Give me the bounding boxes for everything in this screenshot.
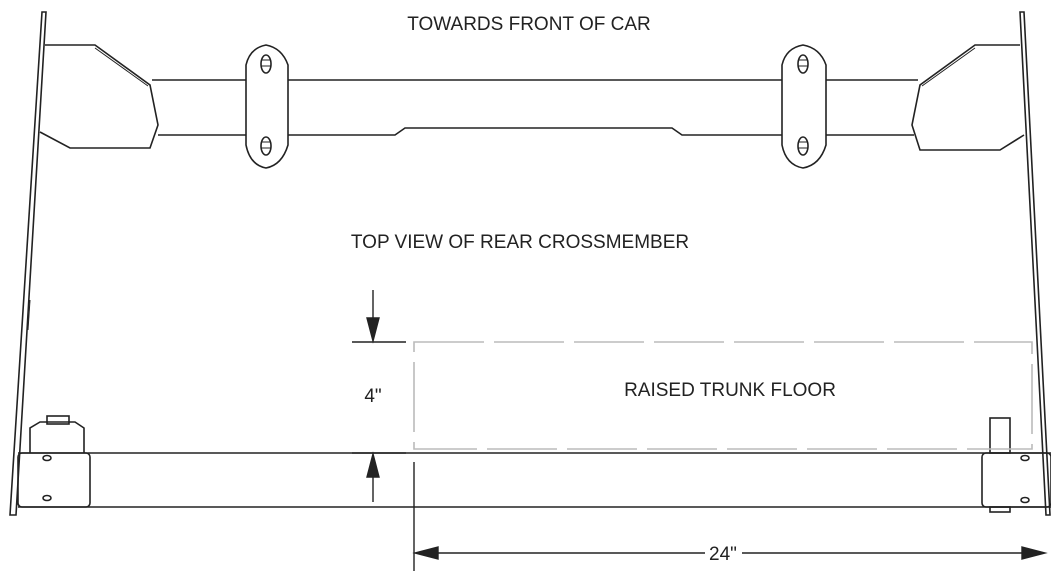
right-bracket-plate [781,44,827,169]
raised-trunk-floor-outline [413,341,1033,450]
front-label: TOWARDS FRONT OF CAR [407,14,650,35]
view-label: TOP VIEW OF REAR CROSSMEMBER [351,232,689,253]
right-end-bracket [981,452,1051,508]
right-end-mount [911,44,1025,151]
height-dimension [352,290,406,502]
left-end-bracket [17,452,91,508]
arrow-right-icon [1021,546,1048,560]
crossmember-tube [152,79,918,136]
upper-crossmember [39,44,1025,169]
height-dimension-label: 4" [364,386,381,407]
bolt-icon [260,136,272,156]
floor-label: RAISED TRUNK FLOOR [624,380,836,401]
bolt-icon [260,54,272,74]
lower-crossmember [17,415,1051,513]
bolt-icon [797,54,809,74]
width-dimension-label: 24" [709,544,737,565]
bolt-icon [797,136,809,156]
right-frame-rail [1019,11,1051,516]
bracket-bolts [260,54,809,156]
arrow-down-icon [366,317,380,344]
left-frame-rail [9,11,47,516]
left-end-mount [39,44,159,149]
width-dimension [412,462,1048,571]
arrow-left-icon [412,546,439,560]
left-bracket-plate [245,44,289,169]
arrow-up-icon [366,451,380,478]
